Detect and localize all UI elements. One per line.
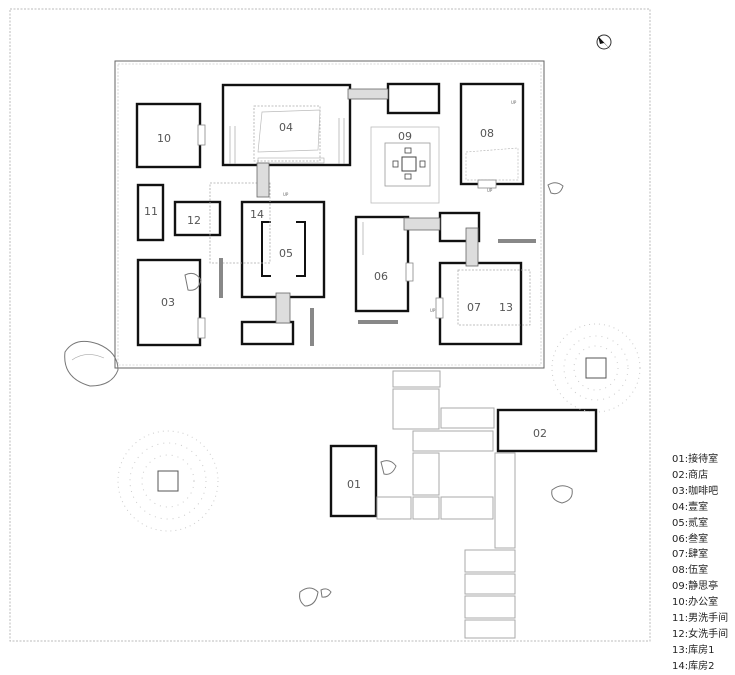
- room-09: [370, 126, 440, 204]
- room-label-06: 06: [374, 270, 388, 283]
- room-label-05: 05: [279, 247, 293, 260]
- room-label-02: 02: [533, 427, 547, 440]
- room-label-03: 03: [161, 296, 175, 309]
- door-10: [197, 124, 206, 146]
- legend-item-13: 13:库房1: [672, 644, 715, 656]
- legend-item-01: 01:接待室: [672, 454, 719, 465]
- corridor-14: [209, 182, 271, 264]
- room-label-12: 12: [187, 214, 201, 227]
- door-03: [197, 317, 206, 339]
- room-label-01: 01: [347, 478, 361, 491]
- room-12: [173, 200, 222, 237]
- room-label-13: 13: [499, 301, 513, 314]
- room-small-bottom: [240, 320, 295, 346]
- tree-right: [551, 323, 641, 413]
- legend-item-08: 08:伍室: [672, 565, 709, 577]
- legend-item-11: 11:男洗手间: [672, 613, 729, 625]
- legend-item-03: 03:咖啡吧: [672, 485, 719, 497]
- room-label-08: 08: [480, 127, 494, 140]
- legend-item-09: 09:静思亭: [672, 581, 719, 593]
- legend-item-10: 10:办公室: [672, 597, 719, 609]
- tree-left: [117, 430, 219, 532]
- legend-item-12: 12:女洗手间: [672, 628, 729, 640]
- svg-text:UP: UP: [430, 308, 436, 313]
- legend-item-02: 02:商店: [672, 469, 709, 481]
- rocks: [64, 182, 573, 607]
- room-03: [136, 258, 202, 347]
- floor-plan: UP UP UP UP 04 10 11 12 14 05 03 09 08 0…: [9, 8, 651, 642]
- room-annex: [386, 82, 441, 115]
- svg-text:UP: UP: [487, 188, 493, 193]
- room-11: [136, 183, 165, 242]
- room-label-04: 04: [279, 121, 293, 134]
- connector-hatches: [256, 88, 479, 324]
- svg-text:UP: UP: [283, 192, 289, 197]
- room-label-07: 07: [467, 301, 481, 314]
- legend: 01:接待室 02:商店 03:咖啡吧 04:壹室 05:贰室 06:叁室 07…: [672, 452, 734, 675]
- legend-item-05: 05:贰室: [672, 517, 709, 529]
- room-label-10: 10: [157, 132, 171, 145]
- legend-item-07: 07:肆室: [672, 549, 709, 561]
- building-platform-inner: [117, 63, 542, 366]
- room-06: [354, 215, 414, 313]
- room-07-13: [435, 261, 531, 346]
- legend-item-14: 14:库房2: [672, 660, 715, 672]
- site-boundary: [9, 8, 651, 642]
- room-08: [459, 82, 525, 189]
- svg-text:UP: UP: [511, 100, 517, 105]
- legend-item-04: 04:壹室: [672, 501, 709, 513]
- bench-strips: [219, 239, 536, 346]
- up-marks: UP UP UP UP: [283, 100, 517, 313]
- room-label-14: 14: [250, 208, 264, 221]
- legend-item-06: 06:叁室: [672, 533, 709, 545]
- room-01: [329, 444, 378, 518]
- room-02: [496, 408, 598, 453]
- building-platform: [114, 60, 545, 369]
- room-label-11: 11: [144, 205, 158, 218]
- room-04: [221, 83, 352, 167]
- room-label-09: 09: [398, 130, 412, 143]
- north-arrow-icon: [596, 34, 612, 50]
- stepping-stones: [376, 370, 516, 639]
